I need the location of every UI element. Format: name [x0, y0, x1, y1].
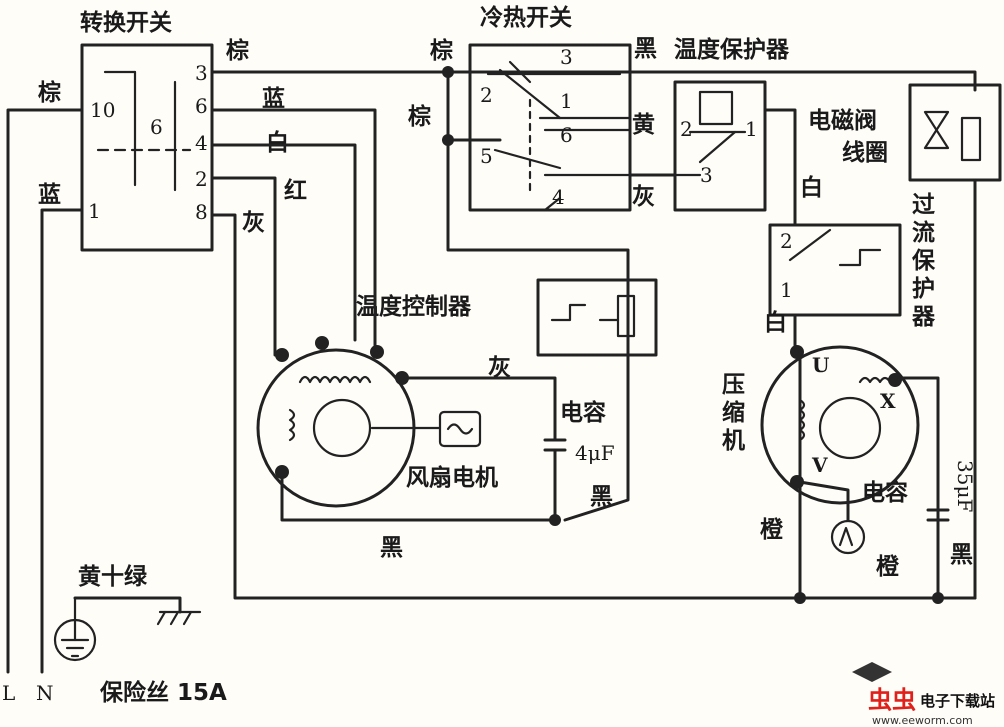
- switch-pin-2: 2: [195, 167, 208, 191]
- cs-pin-2: 2: [480, 83, 493, 107]
- wire-label-blue-left: 蓝: [38, 181, 61, 208]
- terminal-N: N: [36, 681, 54, 705]
- fan-cap-value: 4μF: [575, 441, 615, 465]
- cs-pin-3: 3: [560, 45, 573, 69]
- mains-wires: [6, 108, 84, 674]
- switch-pin-1: 1: [88, 199, 101, 223]
- oc-pin-2: 2: [780, 229, 793, 253]
- cs-pin-5: 5: [480, 144, 493, 168]
- wire-label-white: 白: [266, 129, 289, 156]
- overcurrent-char-2: 流: [912, 219, 935, 246]
- wire-label-brown-cs-top: 棕: [430, 37, 453, 64]
- watermark-brand: 虫虫: [868, 686, 916, 714]
- solenoid-valve: [908, 83, 1002, 182]
- solenoid-title-b: 线圈: [842, 139, 888, 166]
- cooling-heating-switch: [468, 43, 702, 212]
- oc-pin-1: 1: [780, 278, 793, 302]
- fan-motor-label: 风扇电机: [406, 464, 498, 491]
- switch-pin-6: 6: [195, 94, 208, 118]
- wire-label-white-right: 白: [800, 174, 823, 201]
- tp-pin-2: 2: [680, 117, 693, 141]
- watermark-url: www.eeworm.com: [872, 714, 973, 727]
- wire-label-orange-a: 橙: [760, 517, 784, 543]
- transfer-switch-title: 转换开关: [80, 9, 172, 36]
- ground-label: 黄十绿: [78, 563, 148, 590]
- tp-pin-3: 3: [700, 163, 713, 187]
- fan-cap-label: 电容: [560, 399, 606, 426]
- compressor-char-1: 压: [722, 372, 745, 398]
- overcurrent-char-4: 护: [912, 275, 935, 302]
- overcurrent-char-5: 器: [911, 304, 936, 330]
- temp-controller-label: 温度控制器: [356, 293, 472, 320]
- wires: [210, 70, 977, 600]
- wire-label-black-fan: 黑: [590, 484, 613, 510]
- cooling-switch-title: 冷热开关: [480, 4, 572, 31]
- cs-pin-4: 4: [552, 185, 565, 209]
- switch-pin-6-center: 6: [150, 115, 163, 139]
- wire-label-brown-cs-mid: 棕: [408, 103, 431, 130]
- wire-label-blue: 蓝: [262, 85, 285, 112]
- cs-pin-1: 1: [560, 89, 573, 113]
- compressor-cap-value: 35μF: [953, 460, 977, 512]
- wire-label-orange-b: 橙: [876, 554, 900, 580]
- switch-pin-8: 8: [195, 200, 208, 224]
- wire-label-gray-fan: 灰: [488, 354, 511, 381]
- compressor-cap-label: 电容: [862, 479, 908, 506]
- switch-pin-3: 3: [195, 61, 208, 85]
- wire-label-black-bottom: 黑: [380, 535, 403, 561]
- wire-label-white-oc: 白: [764, 309, 787, 336]
- overcurrent-protector: [768, 223, 902, 317]
- terminal-L: L: [2, 681, 15, 705]
- tp-pin-1: 1: [745, 117, 758, 141]
- switch-pin-4: 4: [195, 131, 208, 155]
- watermark-logo-icon: [852, 662, 892, 682]
- compressor-char-3: 机: [722, 428, 745, 454]
- switch-pin-10: 10: [90, 98, 115, 122]
- wire-label-red: 红: [284, 177, 307, 204]
- wire-junctions: [275, 66, 944, 604]
- compressor-char-2: 缩: [722, 399, 745, 426]
- compressor-U: U: [812, 353, 829, 377]
- compressor-X: X: [880, 389, 896, 413]
- wire-label-brown-left: 棕: [38, 79, 61, 106]
- overcurrent-char-1: 过: [912, 192, 935, 218]
- overcurrent-char-3: 保: [911, 247, 936, 274]
- wire-label-yellow: 黄: [632, 112, 655, 138]
- transfer-switch: [80, 43, 214, 252]
- solenoid-title-a: 电磁阀: [808, 107, 877, 134]
- wire-label-black-top: 黑: [634, 36, 657, 62]
- cs-pin-6: 6: [560, 123, 573, 147]
- wire-label-gray: 灰: [242, 209, 265, 236]
- wire-label-gray-cs: 灰: [632, 183, 655, 210]
- compressor-V: V: [811, 453, 828, 477]
- ground-symbol: [53, 596, 202, 662]
- wire-label-black-right: 黑: [950, 542, 973, 568]
- wire-label-brown-top: 棕: [226, 37, 249, 64]
- fuse-label: 保险丝 15A: [99, 679, 227, 706]
- temperature-protector: [673, 80, 767, 212]
- fan-motor: [256, 348, 482, 508]
- temperature-controller: [536, 278, 658, 357]
- watermark-site-name: 电子下载站: [920, 692, 995, 710]
- temp-protector-title: 温度保护器: [674, 36, 790, 63]
